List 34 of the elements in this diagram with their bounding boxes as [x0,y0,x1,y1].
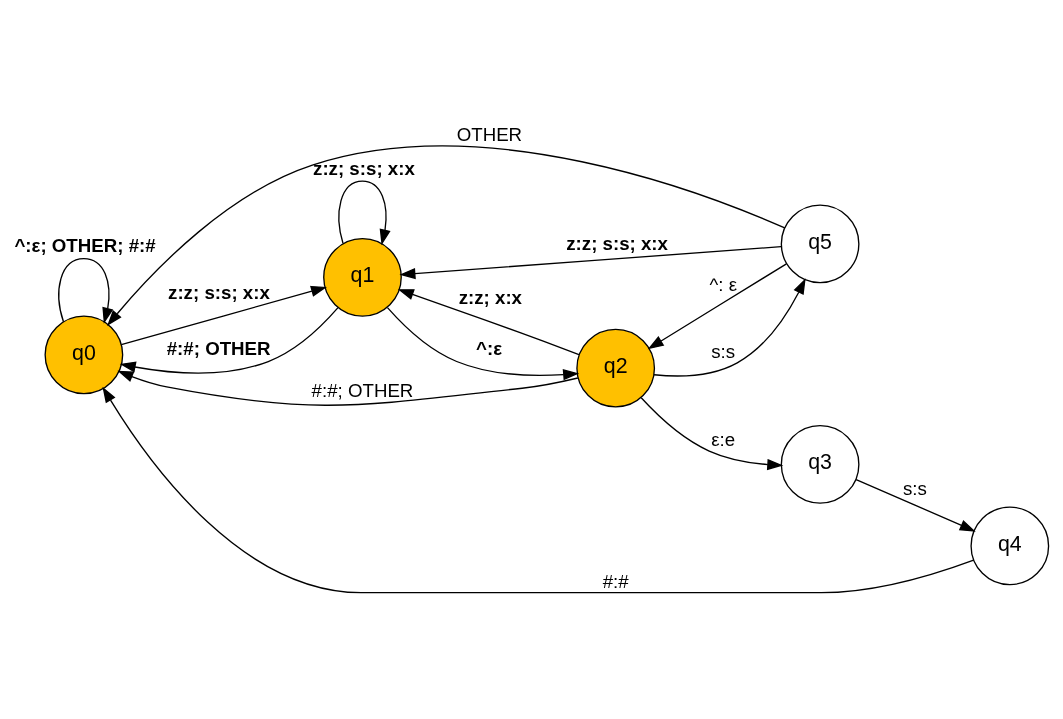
node-circle: q0 [44,315,124,395]
edge-label: ε:e [711,428,736,450]
edge-label: #:#; OTHER [311,379,414,401]
edge-label: ^: ε [709,273,737,295]
edge-label: z:z; s:s; x:x [566,232,669,254]
arrow [647,263,788,350]
arrow [58,257,114,324]
arrow [102,386,975,594]
arrow [119,306,339,374]
edge-label: #:# [602,570,629,592]
node-circle: q4 [970,506,1050,586]
edge-label: z:z; s:s; x:x [313,157,415,179]
edge-label: OTHER [456,124,523,146]
arrow [397,289,580,356]
node-circle: q1 [323,237,402,317]
edge-label: #:#; OTHER [166,338,271,360]
edge-label: z:z; s:s; x:x [168,281,270,303]
arrow [117,370,579,406]
node-circle: q3 [780,424,860,504]
node-circle: q2 [576,328,656,408]
arrow [855,478,976,532]
edge-label: z:z; x:x [458,287,523,309]
arrow [386,306,580,381]
edge-label: s:s [711,340,736,362]
arrow [338,180,391,246]
arrow [653,278,806,377]
node-circle: q5 [780,204,860,284]
arrow [107,145,786,327]
arrow [399,246,782,280]
edge-label: s:s [903,478,927,500]
arrow [120,285,328,346]
arrow [640,397,784,471]
edge-label: ^:ε [476,338,503,360]
edge-label: ^:ε; OTHER; #:# [14,235,156,257]
